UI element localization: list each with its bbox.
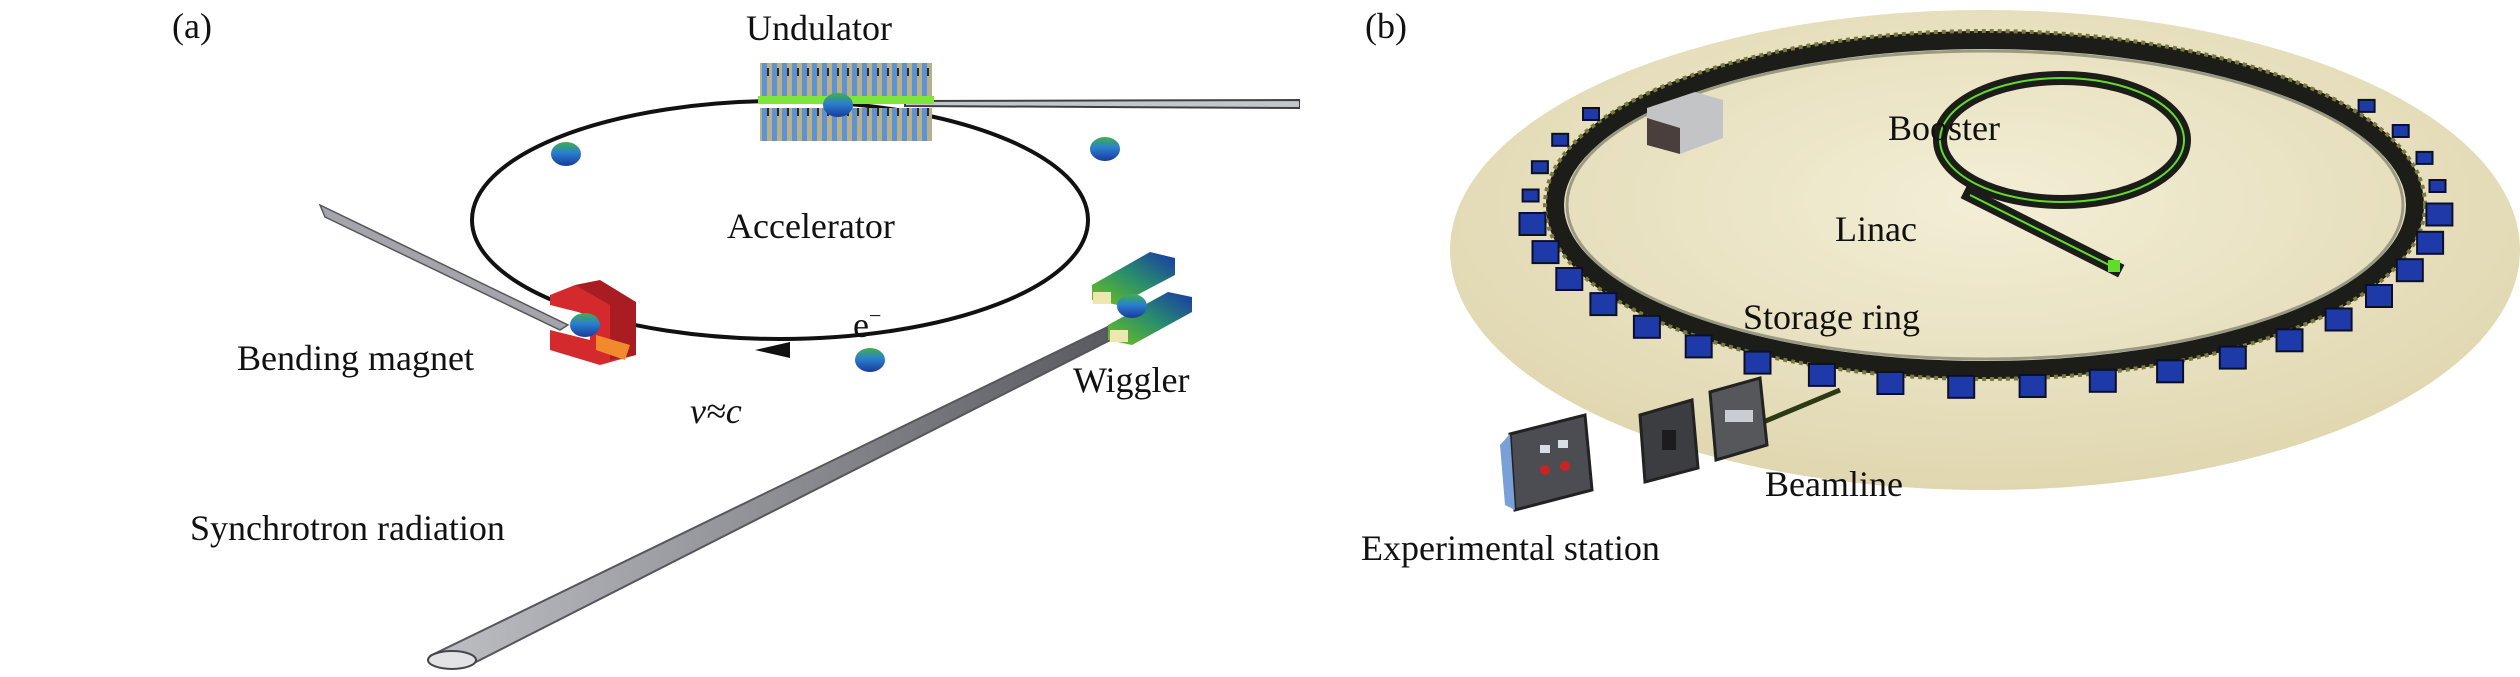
panel-b-tag: (b) <box>1365 6 1407 46</box>
experimental-station-hutch-2 <box>1638 398 1700 484</box>
storage-ring-label: Storage ring <box>1743 297 1920 337</box>
ring-magnet-block <box>1518 212 1547 236</box>
linac-label: Linac <box>1835 209 1917 249</box>
velocity-label: v≈c <box>690 391 742 431</box>
undulator-label: Undulator <box>746 8 892 48</box>
accelerator-label: Accelerator <box>727 206 895 246</box>
electron-upper-left <box>551 142 581 166</box>
ring-magnet-block <box>1555 267 1584 291</box>
ring-magnets <box>1518 98 2454 399</box>
ring-magnet-block <box>1807 362 1836 387</box>
wiggler-icon <box>1092 252 1192 345</box>
ring-magnet-block <box>2324 307 2353 332</box>
radiation-cone-end <box>427 650 477 670</box>
building-block <box>1647 92 1723 154</box>
ring-magnet-block <box>1582 107 1600 121</box>
ring-magnet-block <box>1743 350 1772 375</box>
storage-ring <box>1546 31 2424 379</box>
linac-end <box>2108 260 2120 272</box>
ring-magnet-block <box>2275 328 2304 353</box>
ring-magnet-block <box>1876 371 1905 395</box>
synchrotron-radiation-label: Synchrotron radiation <box>190 508 505 548</box>
experimental-station-label: Experimental station <box>1361 528 1660 568</box>
ring-magnet-block <box>2218 345 2247 370</box>
ring-magnet-block <box>1530 160 1549 175</box>
facility-platform <box>1450 10 2520 490</box>
storage-ring-lattice <box>1543 29 2427 381</box>
electron-undulator <box>823 93 853 117</box>
ring-magnet-block <box>1589 292 1618 317</box>
undulator-beam <box>904 98 1300 110</box>
storage-ring-inner-edge <box>1565 49 2405 361</box>
ring-magnet-block <box>1531 240 1560 265</box>
linac-highlight <box>1969 194 2116 269</box>
experimental-station-hutch-3 <box>1708 376 1769 462</box>
beamline-label: Beamline <box>1765 464 1903 504</box>
ring-magnet-block <box>2018 374 2047 398</box>
electron-symbol: e <box>853 305 869 345</box>
electron-upper-right <box>1090 137 1120 161</box>
ring-magnet-block <box>2395 258 2424 283</box>
electron-bending-magnet <box>570 313 600 337</box>
ring-magnet-block <box>1947 374 1976 399</box>
ring-magnet-block <box>1521 188 1540 203</box>
electron-wiggler <box>1117 294 1147 318</box>
ring-magnet-block <box>1684 334 1713 359</box>
booster-ring-highlight <box>1939 77 2185 203</box>
electron-bottom <box>855 348 885 372</box>
ring-magnet-block <box>2156 359 2185 384</box>
ring-magnet-block <box>2365 284 2393 308</box>
undulator-icon <box>758 63 934 141</box>
bending-magnet-beam <box>318 203 570 331</box>
electron-label: e− <box>853 303 882 345</box>
ring-magnet-block <box>2428 179 2447 193</box>
panel-a-graphic <box>318 63 1300 670</box>
panel-a-tag: (a) <box>172 6 212 46</box>
ring-magnet-block <box>1632 314 1661 339</box>
ring-magnet-block <box>2391 124 2410 138</box>
experimental-station-hutch-1 <box>1500 413 1594 512</box>
bending-magnet-label: Bending magnet <box>237 338 474 378</box>
ring-magnet-block <box>1551 132 1570 147</box>
ring-magnet-block <box>2415 150 2434 165</box>
ring-magnet-block <box>2416 230 2445 255</box>
electron-charge: − <box>868 303 882 328</box>
wiggler-label: Wiggler <box>1073 360 1190 400</box>
direction-arrow-icon <box>755 342 790 358</box>
ring-magnet-block <box>2357 98 2376 113</box>
booster-label: Booster <box>1888 108 2000 148</box>
ring-magnet-block <box>2425 202 2454 227</box>
ring-magnet-block <box>2088 368 2117 393</box>
